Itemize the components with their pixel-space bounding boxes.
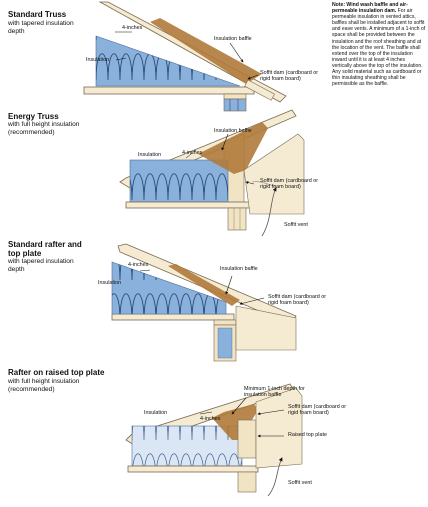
p4-ceiling-joist: [127, 465, 259, 473]
panel-2-drawing: [119, 109, 305, 237]
note-heading: Note: Wind wash baffle and air-permeable…: [332, 2, 408, 15]
panel-1-drawing: [83, 1, 287, 112]
p4-wall: [237, 471, 257, 493]
panel-1-title: Standard Truss: [8, 10, 67, 19]
p3-baffle: [168, 264, 240, 306]
panel-2-subtitle: with full height insulation (recommended…: [8, 121, 80, 136]
panel-3-subtitle: with tapered insulation depth: [8, 258, 74, 273]
panel-3-label-soffit-dam: Soffit dam (cardboard or rigid foam boar…: [268, 294, 327, 307]
panel-3-label-4-inches: 4-inches: [128, 262, 149, 268]
note-block: Note: Wind wash baffle and air-permeable…: [332, 2, 426, 87]
panel-4-label-min-depth: Minimum 1-inch depth for insulation baff…: [244, 386, 305, 399]
note-body: For air permeable insulation in vented a…: [332, 8, 426, 88]
panel-4-drawing: [125, 383, 303, 497]
panel-4-title: Rafter on raised top plate: [8, 368, 105, 377]
p3-ceiling-joist: [111, 313, 235, 321]
panel-2-label-baffle: Insulation baffle: [214, 128, 252, 134]
p2-overhang: [243, 133, 305, 215]
panel-2-label-insulation: Insulation: [138, 152, 162, 158]
panel-1-subtitle: with tapered insulation depth: [8, 20, 74, 35]
panel-3-label-insulation: Insulation: [98, 280, 122, 286]
panel-2-label-soffit-vent: Soffit vent: [284, 222, 308, 228]
panel-4-label-raised-plate: Raised top plate: [288, 432, 327, 438]
panel-4-subtitle: with full height insulation (recommended…: [8, 378, 80, 393]
p4-baffle: [212, 404, 258, 440]
p1-wall: [223, 98, 247, 112]
p1-top-plate: [223, 93, 247, 100]
panel-4-label-soffit-dam: Soffit dam (cardboard or rigid foam boar…: [288, 404, 347, 417]
panel-1-label-baffle: Insulation baffle: [214, 36, 252, 42]
panel-2-label-soffit-dam: Soffit dam (cardboard or rigid foam boar…: [260, 178, 319, 191]
panel-3-drawing: [111, 243, 297, 362]
panel-4-label-insulation: Insulation: [144, 410, 168, 416]
p2-airflow: [261, 187, 277, 237]
panel-3-label-baffle: Insulation baffle: [220, 266, 258, 272]
panel-4-label-4-inches: 4-inches: [200, 416, 221, 422]
p1-baffle: [150, 18, 262, 84]
panel-1-label-4-inches: 4-inches: [122, 25, 143, 31]
p1-ceiling-joist: [83, 86, 255, 95]
panel-4-label-soffit-vent: Soffit vent: [288, 480, 312, 486]
panel-3-title: Standard rafter and top plate: [8, 240, 82, 258]
panel-2-label-4-inches: 4-inches: [182, 150, 203, 156]
p4-raised-plate: [237, 419, 257, 459]
p4-airflow: [267, 457, 283, 497]
p2-wall: [227, 207, 247, 231]
panel-1-label-insulation: Insulation: [86, 57, 110, 63]
p4-overhang: [255, 387, 303, 469]
p3-overhang: [235, 305, 297, 351]
p3-top-plate: [213, 319, 237, 326]
panel-1-label-soffit-dam: Soffit dam (cardboard or rigid foam boar…: [260, 70, 319, 83]
p2-baffle: [198, 122, 268, 174]
panel-2-title: Energy Truss: [8, 112, 59, 121]
